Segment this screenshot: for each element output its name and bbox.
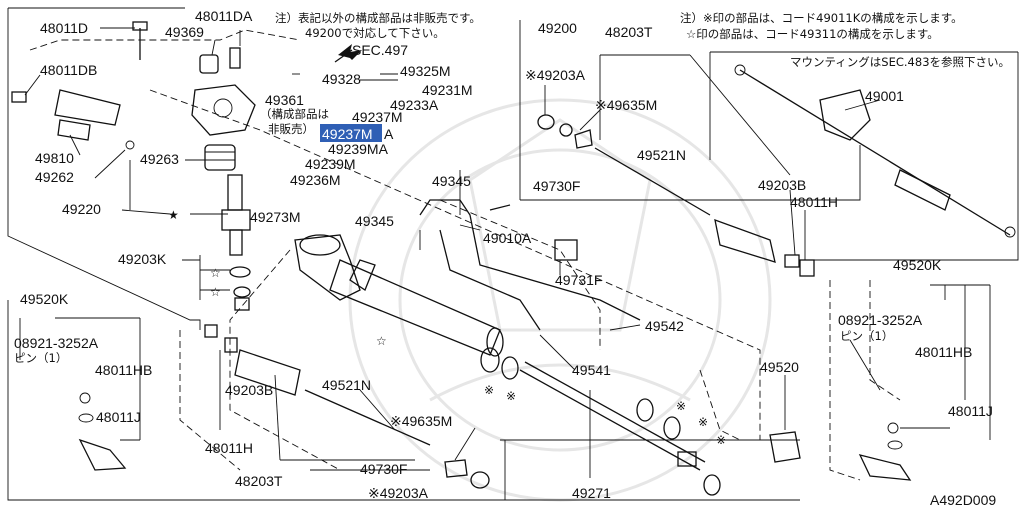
steering-assembly-thumbnail <box>734 64 1016 238</box>
part-label-49635M-bottom[interactable]: ※49635M <box>390 413 452 429</box>
part-label-49730F-bottom[interactable]: 49730F <box>360 461 407 477</box>
symbol-marks: ※ ※ ※ ※ ※ ☆ ☆ ☆ ★ <box>168 208 726 447</box>
part-label-49271[interactable]: 49271 <box>572 485 611 501</box>
part-label-49203B-bottom[interactable]: 49203B <box>225 382 273 398</box>
part-label-49542[interactable]: 49542 <box>645 318 684 334</box>
part-label-49200[interactable]: 49200 <box>538 20 577 36</box>
frame-lines <box>7 7 1019 501</box>
note-center-line1: 注）表記以外の構成部品は非販売です。 <box>275 11 481 25</box>
kome-mark: ※ <box>506 389 516 403</box>
part-label-49231M[interactable]: 49231M <box>422 82 473 98</box>
assembly-outline <box>29 29 901 481</box>
part-label-48011D[interactable]: 48011D <box>40 20 88 36</box>
part-label-49369[interactable]: 49369 <box>165 24 204 40</box>
part-label-pin-left: ピン（1） <box>14 351 67 365</box>
note-center-line2: 49200で対応して下さい。 <box>305 26 445 40</box>
part-label-49263[interactable]: 49263 <box>140 151 179 167</box>
kome-mark: ※ <box>698 415 708 429</box>
part-label-49520K-left[interactable]: 49520K <box>20 291 69 307</box>
part-label-49541[interactable]: 49541 <box>572 362 611 378</box>
leader-lines <box>19 27 991 478</box>
fluid-pipes <box>419 199 641 331</box>
part-label-49262[interactable]: 49262 <box>35 169 74 185</box>
sec-arrow <box>334 44 362 63</box>
tie-rod-end-right <box>858 422 912 481</box>
part-label-49521N-bottom[interactable]: 49521N <box>322 377 371 393</box>
kome-mark: ※ <box>676 399 686 413</box>
part-label-49345-a[interactable]: 49345 <box>432 173 471 189</box>
note-right-line3: マウンティングはSEC.483を参照下さい。 <box>790 55 1010 69</box>
white-star-mark: ☆ <box>210 285 221 299</box>
white-star-mark: ☆ <box>376 334 387 348</box>
part-labels: 48011D 48011DA 49369 49200 48203T 49325M… <box>14 8 993 501</box>
black-star-mark: ★ <box>168 208 179 222</box>
part-label-48011J-right[interactable]: 48011J <box>948 403 993 419</box>
part-label-49239MA[interactable]: 49239MA <box>328 141 389 157</box>
gear-housing <box>294 234 504 357</box>
tie-rod-lower <box>78 324 490 489</box>
sec-reference: SEC.497 <box>352 42 408 58</box>
part-label-48011HB-left[interactable]: 48011HB <box>95 362 152 378</box>
part-label-48011H-top[interactable]: 48011H <box>790 194 838 210</box>
part-label-49520[interactable]: 49520 <box>760 359 799 375</box>
part-label-49010A[interactable]: 49010A <box>483 230 532 246</box>
part-label-49810[interactable]: 49810 <box>35 150 74 166</box>
part-label-48011DB[interactable]: 48011DB <box>40 62 97 78</box>
kome-mark: ※ <box>716 433 726 447</box>
kome-mark: ※ <box>484 383 494 397</box>
part-label-48011J-left[interactable]: 48011J <box>96 409 141 425</box>
part-label-48011DA[interactable]: 48011DA <box>195 8 253 24</box>
part-label-49635M-top[interactable]: ※49635M <box>595 97 657 113</box>
part-label-48203T-bottom[interactable]: 48203T <box>235 473 283 489</box>
diagram-code: A492D009 <box>930 492 996 508</box>
part-label-49203A-bottom[interactable]: ※49203A <box>368 485 429 501</box>
part-label-49521N-top[interactable]: 49521N <box>637 147 686 163</box>
part-label-49220[interactable]: 49220 <box>62 201 101 217</box>
part-label-49731F[interactable]: 49731F <box>555 272 602 288</box>
part-label-48011HB-right[interactable]: 48011HB <box>915 344 972 360</box>
part-label-49237M-highlight[interactable]: 49237M <box>322 126 373 142</box>
part-label-49361[interactable]: 49361 <box>265 92 304 108</box>
part-label-49233A[interactable]: 49233A <box>390 97 439 113</box>
part-label-49730F-top[interactable]: 49730F <box>533 178 580 194</box>
part-label-49001[interactable]: 49001 <box>865 88 904 104</box>
pinion-assembly <box>204 144 251 311</box>
part-label-49520K-right[interactable]: 49520K <box>893 257 942 273</box>
note-right-line2: ☆印の部品は、コード49311の構成を示します。 <box>686 27 939 41</box>
part-label-49273M[interactable]: 49273M <box>250 209 301 225</box>
tie-rod-upper <box>537 114 815 277</box>
part-label-49203A-top[interactable]: ※49203A <box>525 67 586 83</box>
part-label-49239M[interactable]: 49239M <box>305 156 356 172</box>
white-star-mark: ☆ <box>210 266 221 280</box>
part-label-49328[interactable]: 49328 <box>322 71 361 87</box>
note-right-line1: 注）※印の部品は、コード49011Kの構成を示します。 <box>680 11 963 25</box>
highlight-box-49237M <box>320 124 382 142</box>
part-label-08921-left[interactable]: 08921-3252A <box>14 335 99 351</box>
part-label-49236M[interactable]: 49236M <box>290 172 341 188</box>
part-label-49203K[interactable]: 49203K <box>118 251 167 267</box>
part-label-49325M[interactable]: 49325M <box>400 63 451 79</box>
part-label-48011H-bottom[interactable]: 48011H <box>205 440 253 456</box>
rack-bar <box>480 347 801 496</box>
part-label-49345-b[interactable]: 49345 <box>355 213 394 229</box>
part-label-49237M[interactable]: 49237M <box>352 109 403 125</box>
part-label-08921-right[interactable]: 08921-3252A <box>838 312 923 328</box>
part-label-49203B-top[interactable]: 49203B <box>758 177 806 193</box>
note-not-sold-line2: 非販売） <box>268 122 314 136</box>
part-label-49237MA-suffix[interactable]: A <box>384 126 394 142</box>
part-label-48203T-top[interactable]: 48203T <box>605 24 653 40</box>
part-label-pin-right: ピン（1） <box>840 329 893 343</box>
valve-assembly <box>11 21 256 150</box>
note-not-sold-line1: （構成部品は <box>260 107 329 121</box>
